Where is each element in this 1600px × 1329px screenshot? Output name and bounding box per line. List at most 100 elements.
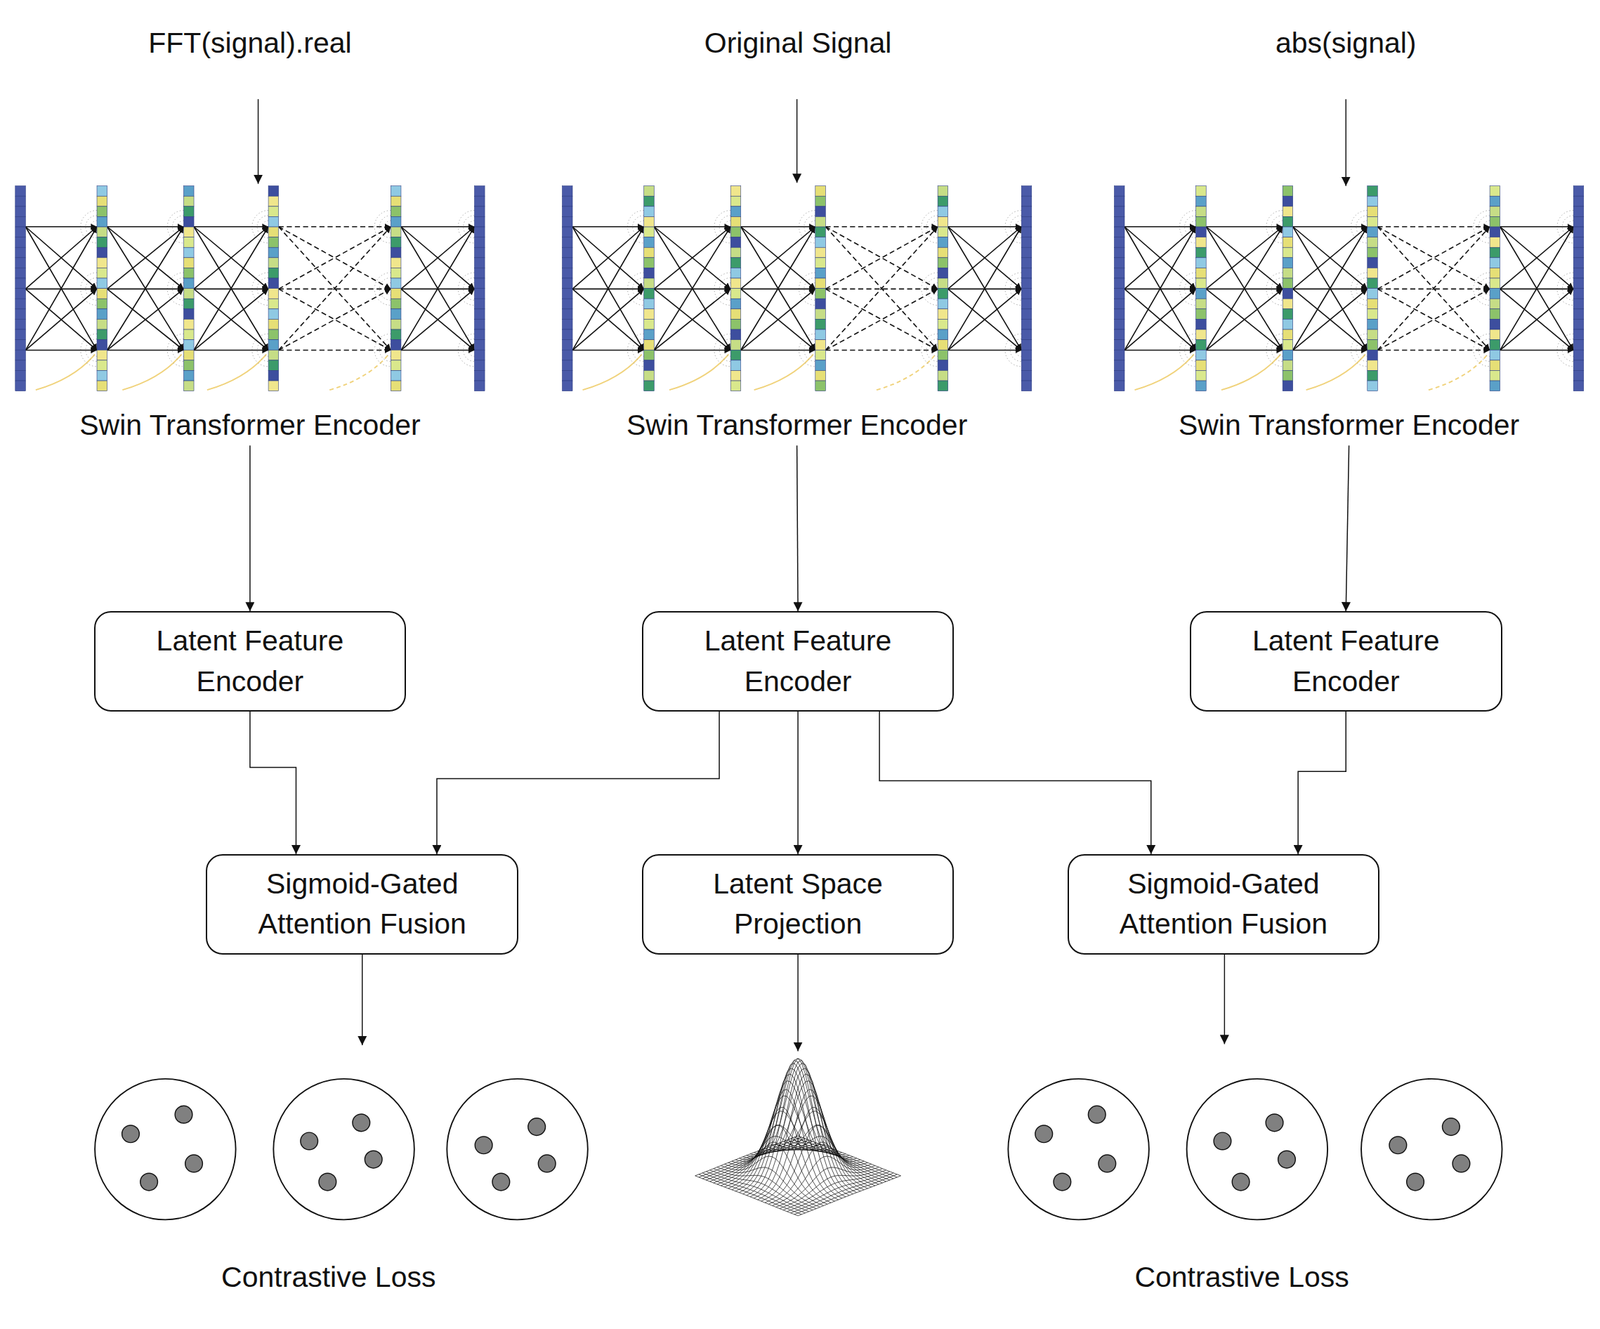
token-cell	[644, 370, 655, 381]
attention-link	[948, 226, 1022, 351]
embedding-dot	[1098, 1154, 1117, 1173]
token-cell	[1282, 298, 1294, 310]
token-cell	[815, 339, 826, 351]
token-cell	[644, 318, 655, 330]
token-cell	[1021, 349, 1032, 361]
token-cell	[644, 339, 655, 351]
embedding-dot	[474, 1136, 493, 1154]
token-cell	[268, 186, 279, 197]
mesh-line	[743, 1062, 846, 1197]
token-cell	[268, 206, 279, 218]
attention-link	[25, 226, 97, 290]
token-cell	[1489, 257, 1501, 269]
attention-link	[1293, 349, 1368, 352]
cluster-circle	[94, 1078, 236, 1220]
token-cell	[390, 216, 402, 227]
token-cell	[644, 278, 655, 289]
embedding-dot	[122, 1125, 140, 1143]
token-cell	[1573, 216, 1584, 227]
token-cell	[644, 309, 655, 320]
attention-link	[741, 288, 816, 350]
token-cell	[474, 339, 486, 351]
process-box: Latent Space Projection	[641, 854, 955, 955]
token-cell	[184, 349, 195, 361]
token-cell	[1021, 206, 1032, 218]
token-cell	[561, 349, 573, 361]
token-cell	[1367, 318, 1379, 330]
token-cell	[1573, 237, 1584, 248]
token-cell	[1489, 206, 1501, 218]
swin-illustration	[15, 186, 1584, 392]
attention-link	[572, 288, 645, 350]
mesh-line	[794, 1174, 897, 1215]
token-cell	[730, 267, 742, 279]
token-cell	[730, 360, 742, 371]
token-cell	[390, 195, 402, 207]
token-cell	[1282, 318, 1294, 330]
attention-link	[278, 288, 392, 350]
token-cell	[1367, 226, 1379, 238]
attention-link	[1377, 226, 1490, 351]
attention-link	[741, 349, 816, 352]
token-cell	[1367, 247, 1379, 258]
token-cell	[1489, 216, 1501, 227]
token-cell	[937, 186, 949, 197]
token-cell	[937, 226, 949, 238]
attention-curve	[1428, 353, 1488, 390]
embedding-dot	[1087, 1105, 1106, 1124]
mesh-line	[705, 1139, 809, 1180]
attention-link	[1205, 226, 1283, 351]
token-cell	[730, 216, 742, 227]
attention-curve	[329, 353, 389, 390]
attention-curve	[1306, 353, 1366, 390]
token-cell	[561, 226, 573, 238]
token-cell	[1021, 186, 1032, 197]
flow-arrow	[250, 711, 297, 855]
token-cell	[815, 278, 826, 289]
process-box: Sigmoid-Gated Attention Fusion	[1067, 854, 1381, 955]
token-cell	[644, 257, 655, 269]
attention-link	[653, 226, 731, 290]
token-cell	[1021, 267, 1032, 279]
token-cell	[390, 186, 402, 197]
gaussian-surface	[695, 1058, 902, 1216]
token-cell	[1021, 216, 1032, 227]
token-cell	[644, 288, 655, 300]
token-cell	[730, 298, 742, 310]
attention-link	[572, 226, 645, 351]
token-cell	[1489, 288, 1501, 300]
attention-link	[401, 226, 475, 351]
token-cell	[15, 267, 26, 279]
attention-link	[1500, 226, 1575, 290]
token-cell	[1282, 195, 1294, 207]
token-cell	[815, 318, 826, 330]
attention-link	[741, 226, 816, 228]
token-cell	[1489, 247, 1501, 258]
input-arrows	[258, 99, 1347, 186]
attention-link	[948, 226, 1022, 351]
attention-link	[825, 349, 938, 352]
attention-link	[1205, 349, 1283, 352]
token-cell	[1196, 318, 1207, 330]
token-cell	[1573, 278, 1584, 289]
attention-link	[1293, 226, 1368, 290]
token-cell	[268, 195, 279, 207]
token-cell	[390, 288, 402, 300]
token-cell	[96, 278, 108, 289]
token-cell	[1196, 216, 1207, 227]
token-cell	[1113, 339, 1125, 351]
token-cell	[1113, 318, 1125, 330]
embedding-dot	[352, 1113, 371, 1132]
token-cell	[1196, 206, 1207, 218]
attention-link	[1124, 226, 1197, 228]
token-cell	[15, 278, 26, 289]
token-cell	[730, 237, 742, 248]
swin-figure	[561, 186, 1032, 392]
token-cell	[184, 360, 195, 371]
attention-link	[825, 226, 938, 290]
attention-link	[825, 288, 938, 350]
token-cell	[15, 360, 26, 371]
mesh-line	[746, 1058, 850, 1196]
attention-link	[107, 226, 185, 290]
token-cell	[644, 186, 655, 197]
